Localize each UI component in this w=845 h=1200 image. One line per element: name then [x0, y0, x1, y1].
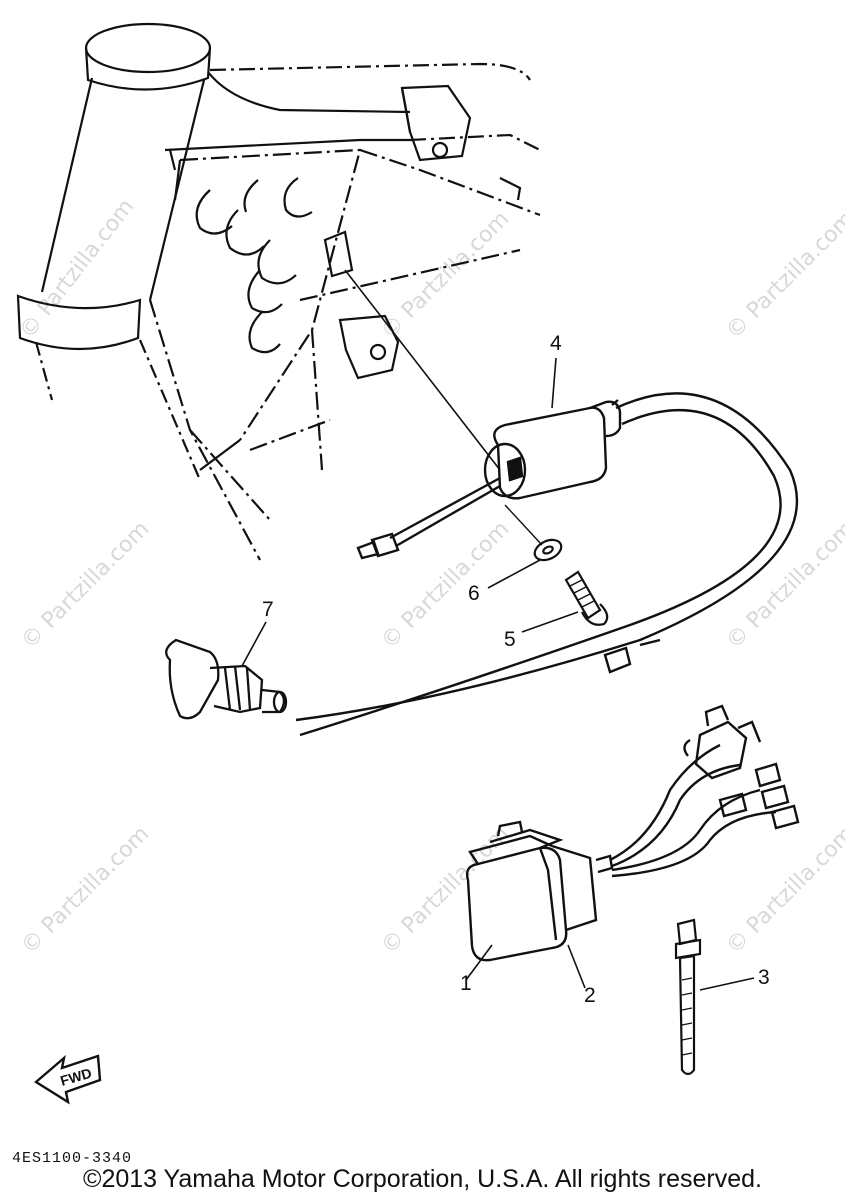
watermark: © Partzilla.com — [15, 195, 139, 344]
watermark: © Partzilla.com — [17, 517, 155, 655]
cdi-unit — [465, 704, 800, 962]
washer — [504, 504, 563, 562]
diagram-code: 4ES1100-3340 — [12, 1150, 133, 1167]
watermark: © Partzilla.com — [377, 207, 515, 345]
callout-4: 4 — [550, 332, 562, 355]
bolt — [564, 570, 609, 626]
callout-5: 5 — [504, 628, 516, 651]
callout-7: 7 — [262, 598, 274, 621]
forward-arrow-icon: FWD — [33, 1054, 102, 1105]
watermark: © Partzilla.com — [722, 207, 845, 345]
spark-plug-cap — [165, 638, 288, 720]
watermark: © Partzilla.com — [17, 822, 155, 960]
cable-tie — [674, 918, 702, 1076]
watermark: © Partzilla.com — [377, 822, 515, 960]
callout-3: 3 — [758, 966, 770, 989]
copyright-notice: ©2013 Yamaha Motor Corporation, U.S.A. A… — [83, 1165, 762, 1193]
callout-1: 1 — [460, 972, 472, 995]
ignition-coil — [295, 269, 799, 737]
frame-outline — [16, 22, 541, 561]
callout-2: 2 — [584, 984, 596, 1007]
watermark: © Partzilla.com — [722, 822, 845, 960]
callout-6: 6 — [468, 582, 480, 605]
callout-leaders — [241, 357, 755, 991]
